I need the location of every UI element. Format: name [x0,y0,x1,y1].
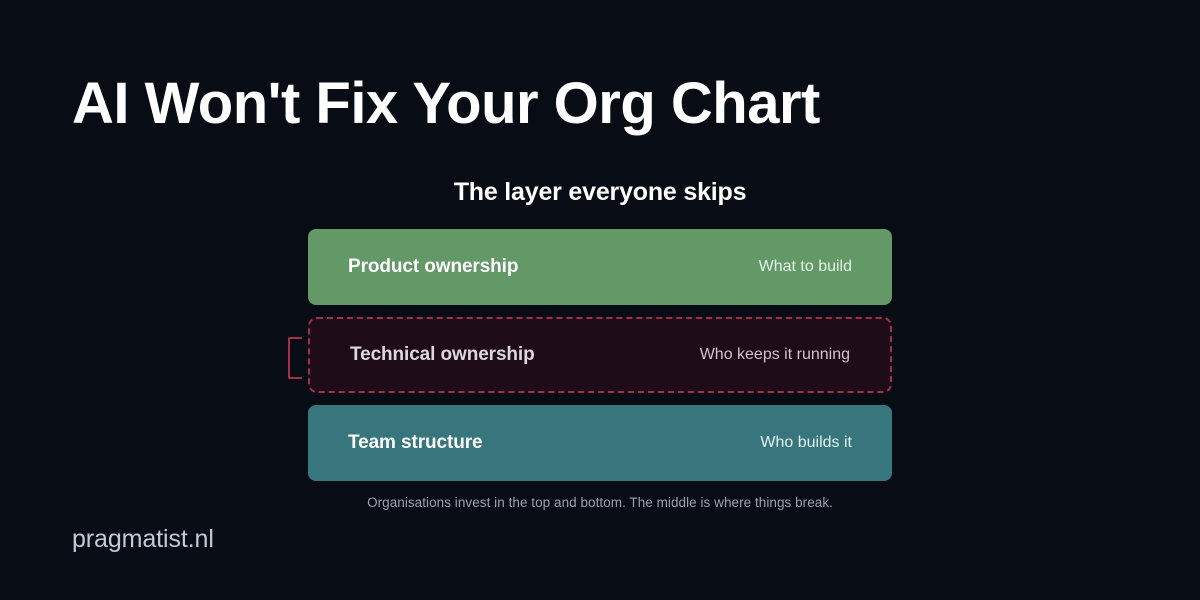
layer-row-technical-ownership: Technical ownership Who keeps it running [288,317,892,393]
figure-caption: Organisations invest in the top and bott… [367,495,833,510]
layer-bars-list: Product ownership What to build Technica… [288,229,892,481]
layer-row-product-ownership: Product ownership What to build [308,229,892,305]
layer-row-label: Technical ownership [350,344,535,365]
layer-row-note: What to build [758,258,852,275]
layer-row-team-structure: Team structure Who builds it [308,405,892,481]
layer-row-label: Product ownership [348,256,519,277]
bracket-marker-icon [288,337,302,379]
layer-row-note: Who keeps it running [699,346,850,363]
footer-site-name: pragmatist.nl [72,525,214,553]
layer-row-label: Team structure [348,432,483,453]
page-title: AI Won't Fix Your Org Chart [72,70,820,136]
figure-title: The layer everyone skips [453,178,747,206]
layer-row-note: Who builds it [760,434,852,451]
layers-figure: The layer everyone skips Product ownersh… [288,178,892,510]
